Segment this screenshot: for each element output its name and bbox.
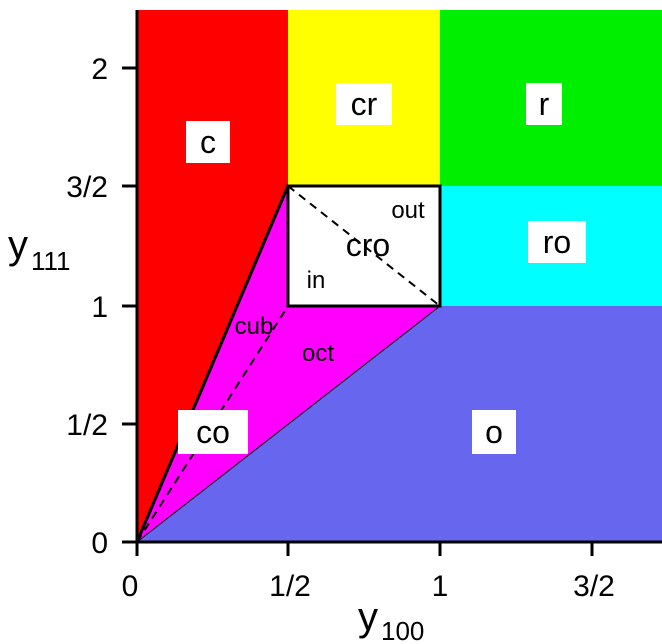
x-tick-label-half: 1/2	[269, 570, 311, 603]
y-tick-label-1: 1	[91, 291, 108, 324]
label-cr: cr	[351, 86, 378, 122]
y-axis-title: y	[8, 223, 28, 267]
label-box-co	[178, 410, 248, 454]
y-tick-label-0: 0	[91, 527, 108, 560]
label-co: co	[196, 414, 230, 450]
x-axis-subscript: 100	[381, 616, 424, 644]
label-r: r	[539, 86, 550, 122]
label-in: in	[307, 267, 326, 294]
x-tick-label-0: 0	[122, 570, 139, 603]
label-o: o	[485, 414, 503, 450]
label-cro: cro	[346, 227, 390, 263]
boundary-c-co	[135, 185, 290, 543]
y-tick-label-half: 1/2	[66, 409, 108, 442]
x-tick-label-1: 1	[432, 570, 449, 603]
boundary-co-o	[136, 305, 441, 543]
label-c: c	[200, 124, 216, 160]
boundary-cro-box	[286, 184, 442, 308]
region-o	[137, 306, 662, 542]
label-box-cr	[336, 83, 392, 125]
label-out: out	[391, 197, 425, 224]
region-c	[137, 10, 288, 542]
dashed-diagonal-cro	[287, 185, 441, 307]
x-tick-label-3half: 3/2	[573, 570, 615, 603]
label-box-o	[472, 410, 516, 454]
label-box-ro	[528, 221, 586, 263]
label-box-r	[526, 83, 562, 125]
y-tick-label-2: 2	[91, 53, 108, 86]
label-oct: oct	[302, 340, 334, 367]
x-axis-title: y	[358, 595, 378, 639]
y-axis-subscript: 111	[31, 246, 71, 276]
label-ro: ro	[543, 224, 571, 260]
label-box-c	[186, 121, 230, 163]
label-cub: cub	[235, 313, 274, 340]
y-tick-label-3half: 3/2	[66, 171, 108, 204]
